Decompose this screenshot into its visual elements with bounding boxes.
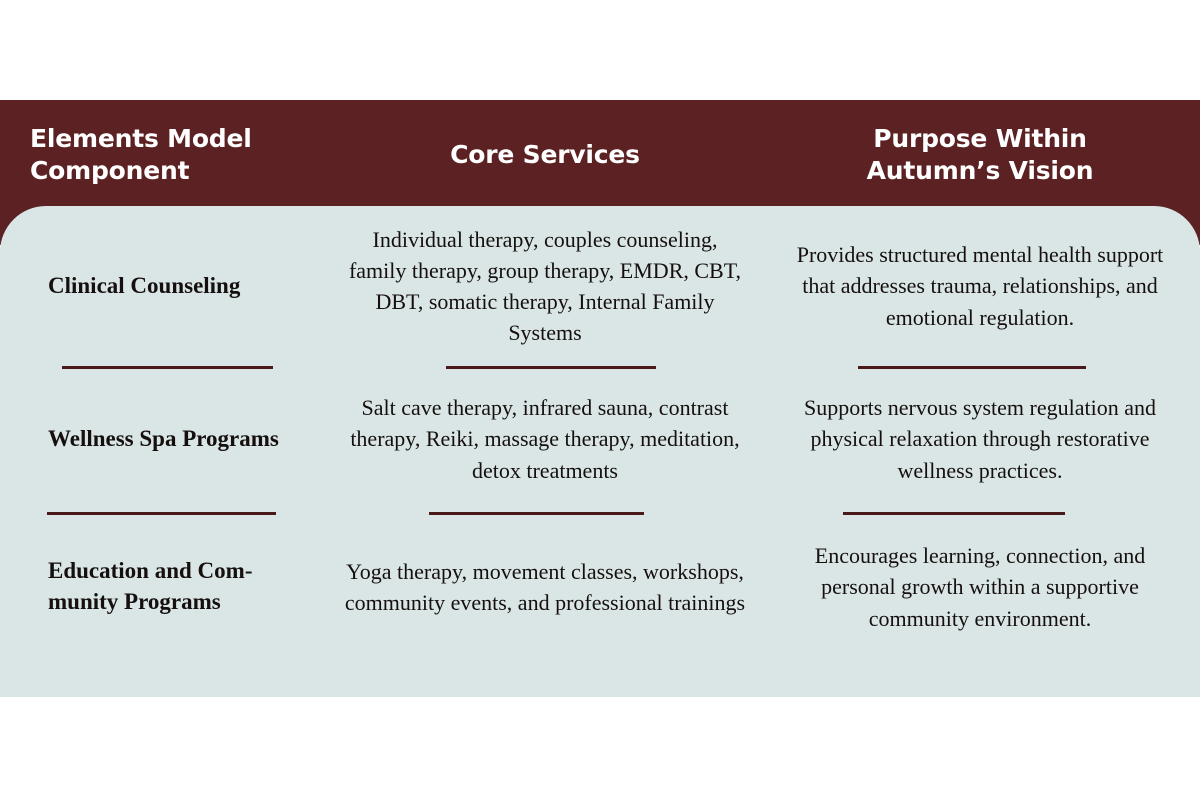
row-2-component-text: Wellness Spa Programs — [48, 425, 279, 451]
divider-line — [47, 512, 276, 515]
row-3-purpose-text: Encourages learning, connection, and per… — [814, 543, 1146, 631]
row-2-purpose-text: Supports nervous system regulation and p… — [804, 395, 1156, 483]
row-1-component-cell: Clinical Counseling — [0, 206, 330, 366]
table-row: Clinical Counseling Individual therapy, … — [0, 206, 1200, 366]
table-body-rows: Clinical Counseling Individual therapy, … — [0, 206, 1200, 662]
divider-line — [429, 512, 644, 515]
row-1-purpose-cell: Provides structured mental health suppor… — [760, 206, 1200, 366]
row-3-core-services-cell: Yoga therapy, movement classes, workshop… — [330, 512, 760, 662]
row-3-core-services-text: Yoga therapy, movement classes, workshop… — [344, 558, 746, 615]
row-1-purpose-text: Provides structured mental health suppor… — [796, 242, 1164, 330]
row-3-component-cell: Education and Com-munity Programs — [0, 512, 330, 662]
column-header-core-services: Core Services — [450, 140, 640, 169]
row-3-purpose-cell: Encourages learning, connection, and per… — [760, 512, 1200, 662]
row-2-component-cell: Wellness Spa Programs — [0, 366, 330, 512]
row-2-core-services-cell: Salt cave therapy, infrared sauna, contr… — [330, 366, 760, 512]
divider-line — [446, 366, 656, 369]
row-2-core-services-text: Salt cave therapy, infrared sauna, contr… — [350, 395, 740, 483]
row-3-component-text: Education and Com-munity Programs — [48, 558, 253, 614]
divider-line — [858, 366, 1086, 369]
row-1-component-text: Clinical Counseling — [48, 272, 241, 298]
table-row: Education and Com-munity Programs Yoga t… — [0, 512, 1200, 662]
divider-line — [62, 366, 273, 369]
row-1-core-services-text: Individual therapy, couples counseling, … — [348, 226, 742, 346]
table-row: Wellness Spa Programs Salt cave therapy,… — [0, 366, 1200, 512]
table-body-panel: Clinical Counseling Individual therapy, … — [0, 206, 1200, 697]
row-1-core-services-cell: Individual therapy, couples counseling, … — [330, 206, 760, 366]
row-2-purpose-cell: Supports nervous system regulation and p… — [760, 366, 1200, 512]
divider-line — [843, 512, 1065, 515]
